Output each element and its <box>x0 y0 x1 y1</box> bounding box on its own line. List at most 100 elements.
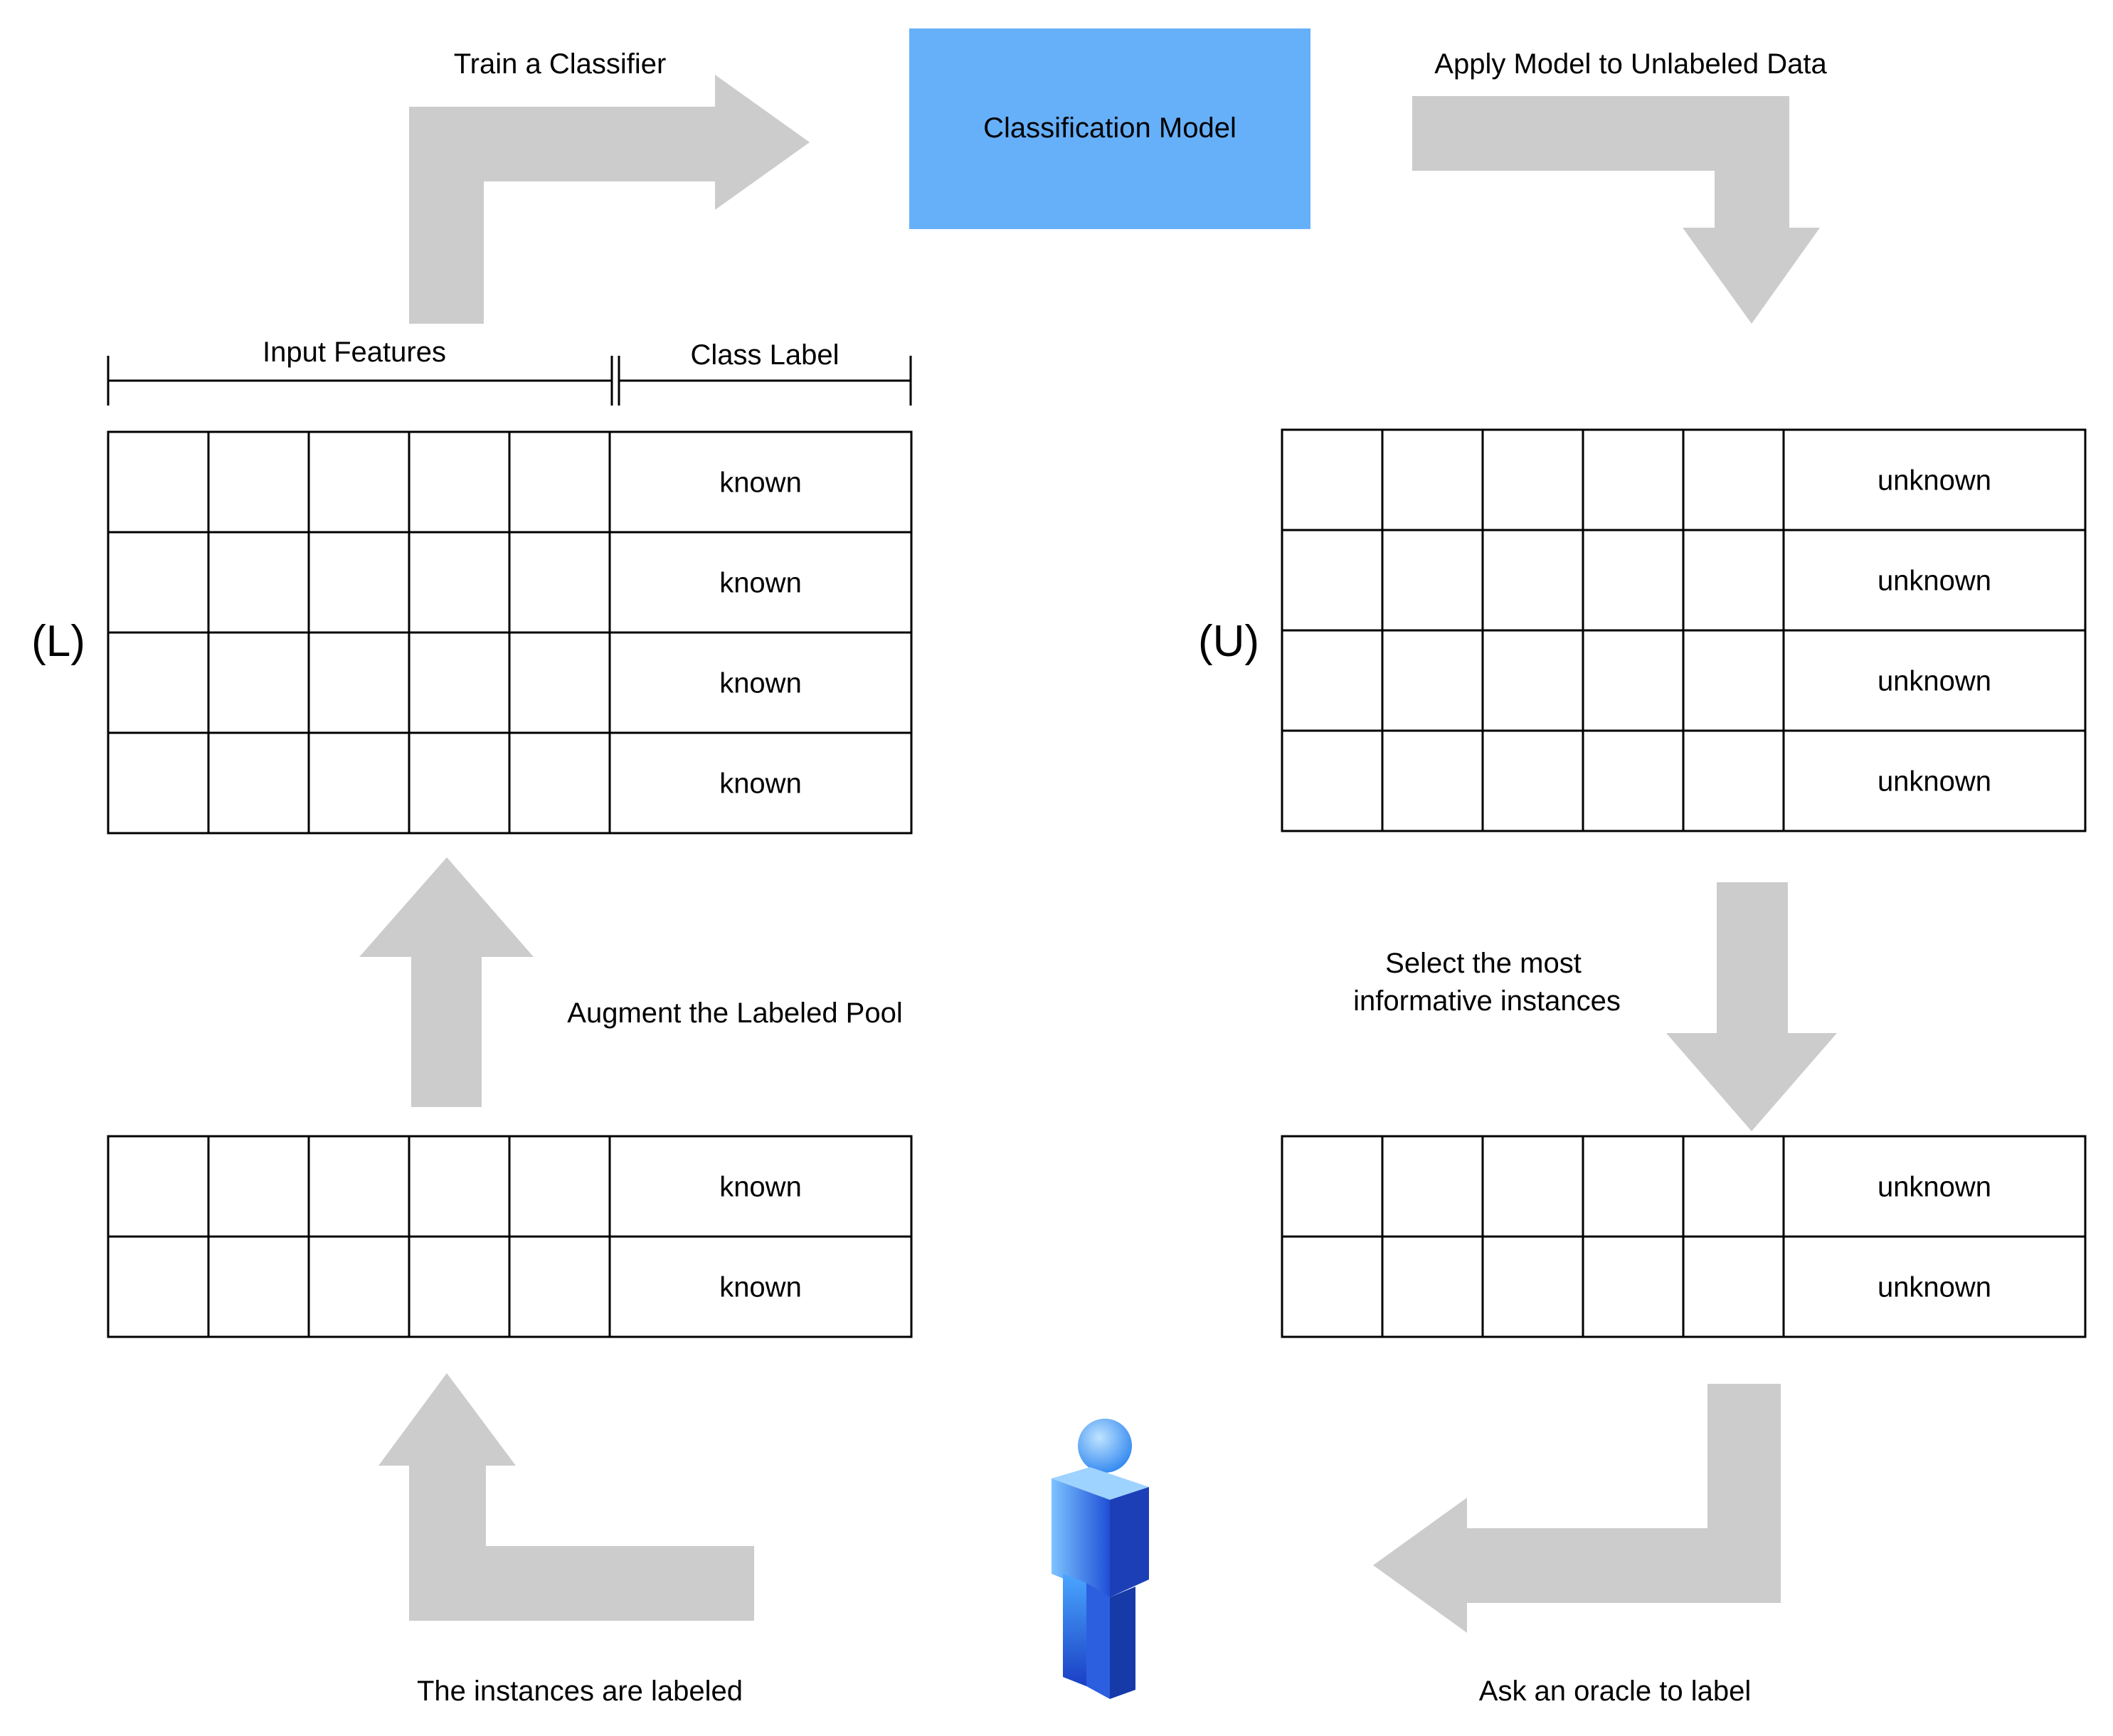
feature-cell <box>408 1235 511 1338</box>
labeled-pool-label: (L) <box>31 617 85 666</box>
select-label-line2: informative instances <box>1353 985 1621 1017</box>
class-cell <box>608 1235 913 1338</box>
class-cell <box>1782 529 2087 632</box>
feature-cell <box>207 631 310 734</box>
selected-instances-table: unknown unknown <box>1281 1135 2087 1338</box>
feature-cell <box>408 731 511 835</box>
class-label-value: unknown <box>1878 465 1991 497</box>
feature-cell <box>408 631 511 734</box>
class-cell <box>1782 729 2087 832</box>
feature-cell <box>1281 629 1384 732</box>
class-label-value: known <box>719 568 802 599</box>
ask-oracle-label: Ask an oracle to label <box>1479 1676 1751 1707</box>
feature-cell <box>307 1135 411 1238</box>
feature-cell <box>1481 428 1584 531</box>
feature-cell <box>107 1135 210 1238</box>
feature-cell <box>408 531 511 634</box>
feature-cell <box>307 531 411 634</box>
feature-cell <box>1381 1135 1484 1238</box>
feature-cell <box>107 631 210 734</box>
feature-cell <box>107 531 210 634</box>
apply-label: Apply Model to Unlabeled Data <box>1434 48 1827 80</box>
class-label-header: Class Label <box>690 339 839 371</box>
newly-labeled-table: known known <box>107 1135 913 1338</box>
feature-cell <box>508 631 611 734</box>
select-label-line1: Select the most <box>1385 948 1582 979</box>
feature-cell <box>1582 428 1685 531</box>
feature-cell <box>408 1135 511 1238</box>
augment-arrow <box>359 857 534 1107</box>
feature-cell <box>107 1235 210 1338</box>
class-cell <box>1782 1235 2087 1338</box>
class-cell <box>608 1135 913 1238</box>
feature-cell <box>508 531 611 634</box>
feature-cell <box>1682 428 1785 531</box>
class-label-value: known <box>719 467 802 499</box>
labeled-arrow <box>378 1373 754 1621</box>
class-label-value: known <box>719 768 802 800</box>
feature-cell <box>1281 729 1384 832</box>
feature-cell <box>1582 1135 1685 1238</box>
feature-cell <box>1682 1135 1785 1238</box>
train-label: Train a Classifier <box>454 48 667 80</box>
feature-cell <box>307 430 411 534</box>
feature-cell <box>1381 529 1484 632</box>
class-label-value: unknown <box>1878 666 1991 697</box>
feature-cell <box>207 430 310 534</box>
feature-cell <box>408 430 511 534</box>
feature-cell <box>1381 428 1484 531</box>
class-label-value: known <box>719 1172 802 1203</box>
feature-cell <box>1582 529 1685 632</box>
feature-cell <box>307 1235 411 1338</box>
input-features-bracket <box>107 356 613 406</box>
classification-model-box <box>909 28 1310 229</box>
feature-cell <box>1582 629 1685 732</box>
unlabeled-pool-table: unknown unknown unknown unknown <box>1281 428 2087 832</box>
class-label-value: unknown <box>1878 1172 1991 1203</box>
class-cell <box>608 430 913 534</box>
feature-cell <box>1481 729 1584 832</box>
class-cell <box>608 731 913 835</box>
feature-cell <box>1682 629 1785 732</box>
feature-cell <box>107 430 210 534</box>
feature-cell <box>508 1235 611 1338</box>
class-label-value: unknown <box>1878 766 1991 798</box>
feature-cell <box>1281 529 1384 632</box>
class-label-value: unknown <box>1878 566 1991 597</box>
feature-cell <box>1281 428 1384 531</box>
class-label-value: known <box>719 1272 802 1303</box>
feature-cell <box>1281 1235 1384 1338</box>
feature-cell <box>307 731 411 835</box>
ask-oracle-arrow <box>1373 1384 1781 1633</box>
feature-cell <box>207 731 310 835</box>
feature-cell <box>1682 529 1785 632</box>
select-arrow <box>1666 882 1837 1131</box>
feature-cell <box>1381 629 1484 732</box>
feature-cell <box>1682 1235 1785 1338</box>
unlabeled-pool-label: (U) <box>1198 617 1259 666</box>
feature-cell <box>107 731 210 835</box>
feature-cell <box>1481 1135 1584 1238</box>
feature-cell <box>1381 1235 1484 1338</box>
feature-cell <box>1481 629 1584 732</box>
class-cell <box>1782 629 2087 732</box>
class-cell <box>1782 1135 2087 1238</box>
labeled-label: The instances are labeled <box>417 1676 743 1707</box>
feature-cell <box>307 631 411 734</box>
feature-cell <box>207 1235 310 1338</box>
augment-label: Augment the Labeled Pool <box>567 997 902 1029</box>
feature-cell <box>1381 729 1484 832</box>
oracle-person-icon <box>1052 1419 1149 1699</box>
feature-cell <box>508 430 611 534</box>
feature-cell <box>1582 729 1685 832</box>
feature-cell <box>508 1135 611 1238</box>
classification-model-label: Classification Model <box>983 112 1236 144</box>
feature-cell <box>1481 529 1584 632</box>
apply-arrow <box>1412 96 1820 324</box>
feature-cell <box>1481 1235 1584 1338</box>
class-label-value: unknown <box>1878 1272 1991 1303</box>
feature-cell <box>508 731 611 835</box>
feature-cell <box>1682 729 1785 832</box>
